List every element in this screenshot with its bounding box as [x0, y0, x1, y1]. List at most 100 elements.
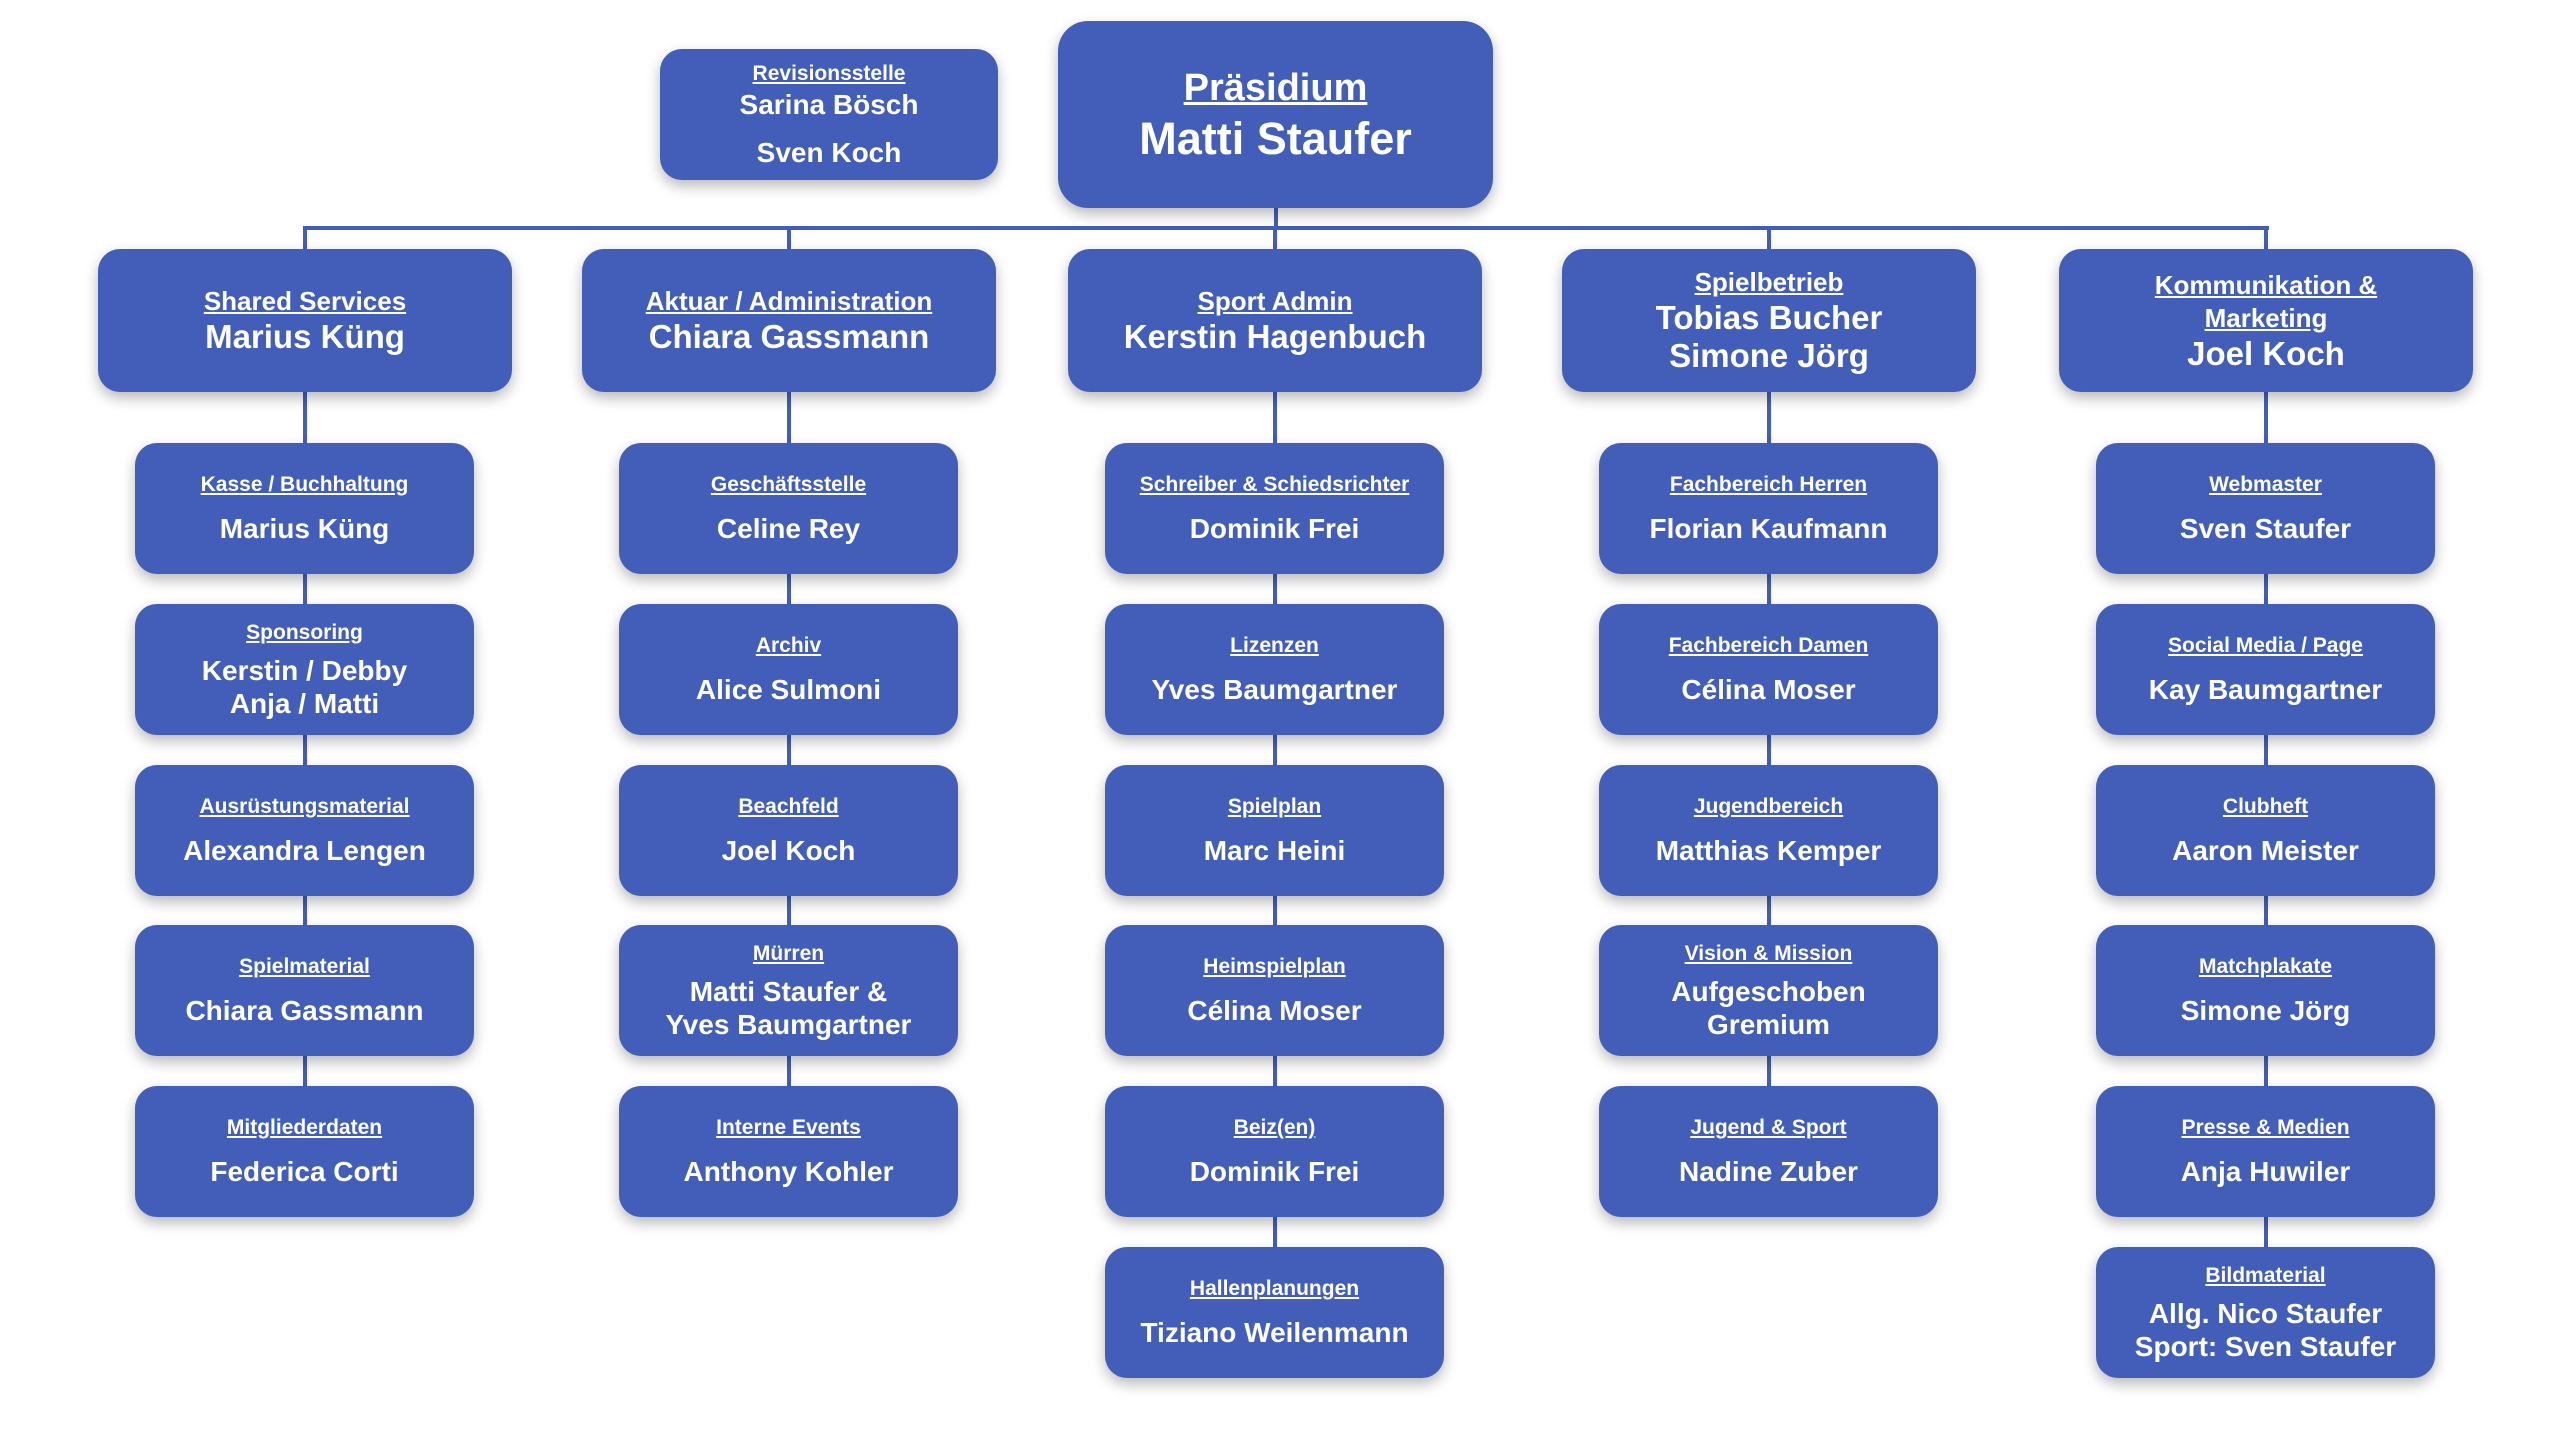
role-title: Fachbereich Herren — [1669, 473, 1868, 496]
role-title: Jugendbereich — [1693, 795, 1844, 818]
department-lead: Tobias Bucher — [1655, 299, 1883, 336]
role-title: Webmaster — [2209, 473, 2322, 496]
department-title: Aktuar / Administration — [645, 286, 933, 316]
role-person: Yves Baumgartner — [665, 1008, 912, 1040]
role-title: Mitgliederdaten — [226, 1116, 383, 1139]
department-lead: Kerstin Hagenbuch — [1123, 318, 1427, 355]
role-person: Dominik Frei — [1189, 513, 1360, 544]
role-title: Matchplakate — [2198, 955, 2333, 978]
connector-vertical — [1273, 228, 1277, 250]
role-person: Tiziano Weilenmann — [1140, 1317, 1409, 1348]
role-person: Alexandra Lengen — [183, 835, 426, 866]
role-person: Kay Baumgartner — [2148, 674, 2383, 705]
president-title: Präsidium — [1183, 66, 1368, 109]
role-person: Matti Staufer & — [689, 975, 888, 1007]
role-person: Florian Kaufmann — [1649, 513, 1888, 544]
president-box: Präsidium Matti Staufer — [1058, 21, 1493, 208]
role-title: Spielplan — [1227, 795, 1322, 818]
role-person: Marc Heini — [1203, 835, 1346, 866]
role-title: Ausrüstungsmaterial — [199, 795, 410, 818]
department-lead: Joel Koch — [2187, 334, 2345, 372]
department-title: Kommunikation & Marketing — [2154, 269, 2378, 333]
role-title: Vision & Mission — [1684, 941, 1853, 965]
role-person: Anthony Kohler — [683, 1156, 894, 1187]
connector-vertical — [787, 390, 791, 1096]
role-title: Archiv — [755, 634, 822, 657]
role-title: Lizenzen — [1230, 634, 1319, 657]
role-person: Célina Moser — [1187, 995, 1362, 1026]
role-person: Anja Huwiler — [2180, 1156, 2351, 1187]
connector-president — [1274, 200, 1278, 230]
department-lead: Marius Küng — [205, 318, 405, 355]
audit-title: Revisionsstelle — [752, 61, 906, 85]
role-title: Heimspielplan — [1203, 955, 1346, 978]
role-title: Schreiber & Schiedsrichter — [1139, 473, 1410, 496]
role-title: Jugend & Sport — [1690, 1116, 1847, 1139]
connector-vertical — [303, 228, 307, 250]
role-person: Kerstin / Debby — [201, 654, 408, 686]
audit-name: Sarina Bösch — [739, 88, 919, 120]
role-person: Anja / Matti — [229, 687, 380, 719]
role-person: Sport: Sven Staufer — [2134, 1330, 2397, 1362]
role-title: Beiz(en) — [1233, 1116, 1316, 1139]
role-title: Mürren — [752, 941, 825, 965]
audit-name: Sven Koch — [756, 136, 902, 168]
connector-vertical — [787, 228, 791, 250]
role-person: Celine Rey — [716, 513, 861, 544]
connector-vertical — [2264, 228, 2268, 250]
role-person: Aufgeschoben — [1671, 975, 1866, 1007]
role-person: Dominik Frei — [1189, 1156, 1360, 1187]
role-person: Aaron Meister — [2172, 835, 2359, 866]
role-person: Nadine Zuber — [1679, 1156, 1858, 1187]
connector-horizontal — [303, 226, 2269, 230]
role-title: Geschäftsstelle — [710, 473, 867, 496]
department-lead: Simone Jörg — [1669, 337, 1869, 374]
role-title: Interne Events — [716, 1116, 861, 1139]
role-person: Matthias Kemper — [1655, 835, 1882, 866]
role-person: Sven Staufer — [2179, 513, 2352, 544]
president-name: Matti Staufer — [1139, 112, 1412, 164]
role-title: Social Media / Page — [2168, 634, 2363, 657]
role-person: Gremium — [1707, 1008, 1830, 1040]
department-title: Sport Admin — [1197, 286, 1353, 316]
role-person: Simone Jörg — [2180, 995, 2351, 1026]
role-person: Alice Sulmoni — [695, 674, 882, 705]
role-title: Fachbereich Damen — [1668, 634, 1869, 657]
role-person: Célina Moser — [1681, 674, 1856, 705]
connector-vertical — [1767, 390, 1771, 1096]
department-title: Spielbetrieb — [1694, 267, 1844, 297]
department-title: Shared Services — [203, 286, 407, 316]
role-title: Bildmaterial — [2205, 1263, 2326, 1287]
department-lead: Chiara Gassmann — [648, 318, 930, 355]
role-title: Spielmaterial — [239, 955, 370, 978]
role-title: Hallenplanungen — [1189, 1277, 1360, 1300]
